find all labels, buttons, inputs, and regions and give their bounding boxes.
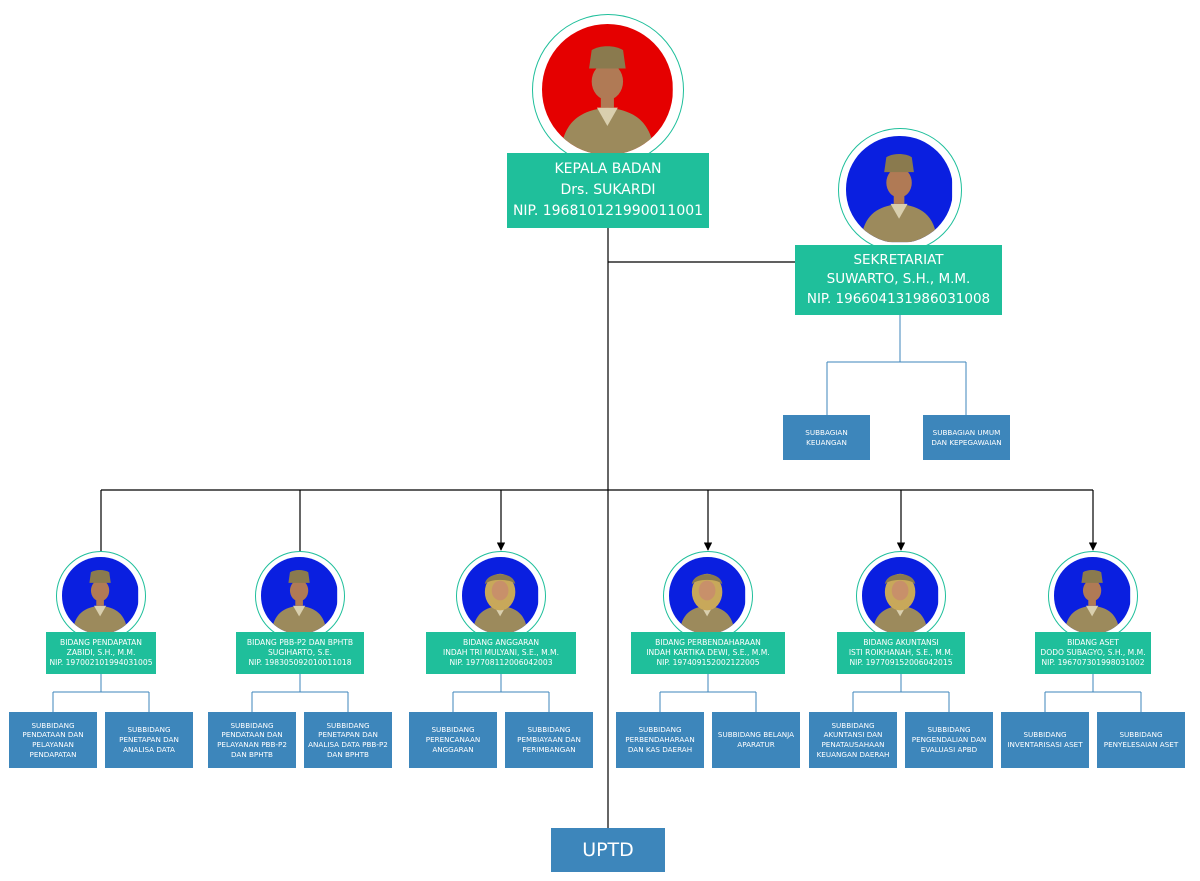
bidang-photo-image [462, 557, 539, 634]
bidang-box-title: BIDANG PENDAPATAN [60, 638, 142, 648]
bidang-box-title: BIDANG ASET [1067, 638, 1119, 648]
secretariat-box-title: SEKRETARIAT [853, 251, 944, 268]
bidang-photo [56, 551, 146, 641]
head-photo-image [542, 24, 673, 155]
bidang-subunit: SUBBIDANG PERBENDAHARAAN DAN KAS DAERAH [616, 712, 704, 768]
bidang-box-nip: NIP. 198305092010011018 [248, 657, 352, 667]
head-box-nip: NIP. 196810121990011001 [512, 203, 704, 219]
portrait-figure [862, 557, 939, 634]
bidang-photo [1048, 551, 1138, 641]
bidang-photo [856, 551, 946, 641]
bidang-box-name: INDAH TRI MULYANI, S.E., M.M. [442, 648, 560, 658]
head-box-name: Drs. SUKARDI [560, 182, 656, 198]
bidang-photo-image [862, 557, 939, 634]
bidang-subunit: SUBBIDANG PENGENDALIAN DAN EVALUASI APBD [905, 712, 993, 768]
secretariat-photo [838, 128, 962, 252]
bidang-box-nip: NIP. 197709152006042015 [849, 657, 953, 667]
bidang-subunit: SUBBIDANG INVENTARISASI ASET [1001, 712, 1089, 768]
uptd-box: UPTD [551, 828, 665, 872]
secretariat-box-nip: NIP. 196604131986031008 [806, 290, 991, 307]
bidang-subunit: SUBBIDANG PENYELESAIAN ASET [1097, 712, 1185, 768]
secretariat-box: SEKRETARIAT SUWARTO, S.H., M.M. NIP. 19660… [795, 245, 1002, 315]
portrait-figure [261, 557, 338, 634]
bidang-box-name: SUGIHARTO, S.E. [267, 648, 333, 658]
bidang-photo [663, 551, 753, 641]
bidang-box-title: BIDANG PERBENDAHARAAN [655, 638, 761, 648]
bidang-photo [456, 551, 546, 641]
head-box-title: KEPALA BADAN [554, 161, 662, 177]
bidang-box-nip: NIP. 196707301998031002 [1041, 657, 1145, 667]
bidang-subunit: SUBBIDANG PENDATAAN DAN PELAYANAN PBB-P2… [208, 712, 296, 768]
portrait-figure [62, 557, 139, 634]
portrait-figure [462, 557, 539, 634]
bidang-photo [255, 551, 345, 641]
head-photo [532, 14, 684, 166]
bidang-box-name: ZABIDI, S.H., M.M. [66, 648, 136, 658]
portrait-figure [1054, 557, 1131, 634]
bidang-subunit: SUBBIDANG PENETAPAN DAN ANALISA DATA PBB… [304, 712, 392, 768]
bidang-box-nip: NIP. 197708112006042003 [449, 657, 553, 667]
bidang-subunit: SUBBIDANG BELANJA APARATUR [712, 712, 800, 768]
portrait-figure [542, 24, 673, 155]
bidang-subunit: SUBBIDANG PENDATAAN DAN PELAYANAN PENDAP… [9, 712, 97, 768]
bidang-box-title: BIDANG PBB-P2 DAN BPHTB [246, 638, 354, 648]
bidang-photo-image [1054, 557, 1131, 634]
secretariat-photo-image [846, 136, 953, 243]
bidang-box-title: BIDANG AKUNTANSI [863, 638, 939, 648]
bidang-box-name: ISTI ROIKHANAH, S.E., M.M. [848, 648, 954, 658]
bidang-photo-image [669, 557, 746, 634]
bidang-subunit: SUBBIDANG PEMBIAYAAN DAN PERIMBANGAN [505, 712, 593, 768]
bidang-box-name: DODO SUBAGYO, S.H., M.M. [1040, 648, 1146, 658]
bidang-box-nip: NIP. 197409152002122005 [656, 657, 760, 667]
bidang-subunit: SUBBIDANG PERENCANAAN ANGGARAN [409, 712, 497, 768]
bidang-photo-image [62, 557, 139, 634]
bidang-photo-image [261, 557, 338, 634]
head-box: KEPALA BADAN Drs. SUKARDI NIP. 19681012199… [507, 153, 709, 228]
bidang-box-nip: NIP. 197002101994031005 [49, 657, 153, 667]
bidang-box-title: BIDANG ANGGARAN [462, 638, 540, 648]
secretariat-subunit: SUBBAGIAN UMUM DAN KEPEGAWAIAN [923, 415, 1010, 460]
bidang-subunit: SUBBIDANG AKUNTANSI DAN PENATAUSAHAAN KE… [809, 712, 897, 768]
portrait-figure [846, 136, 953, 243]
bidang-subunit: SUBBIDANG PENETAPAN DAN ANALISA DATA [105, 712, 193, 768]
portrait-figure [669, 557, 746, 634]
bidang-box-name: INDAH KARTIKA DEWI, S.E., M.M. [646, 648, 770, 658]
secretariat-box-name: SUWARTO, S.H., M.M. [826, 271, 971, 288]
secretariat-subunit: SUBBAGIAN KEUANGAN [783, 415, 870, 460]
